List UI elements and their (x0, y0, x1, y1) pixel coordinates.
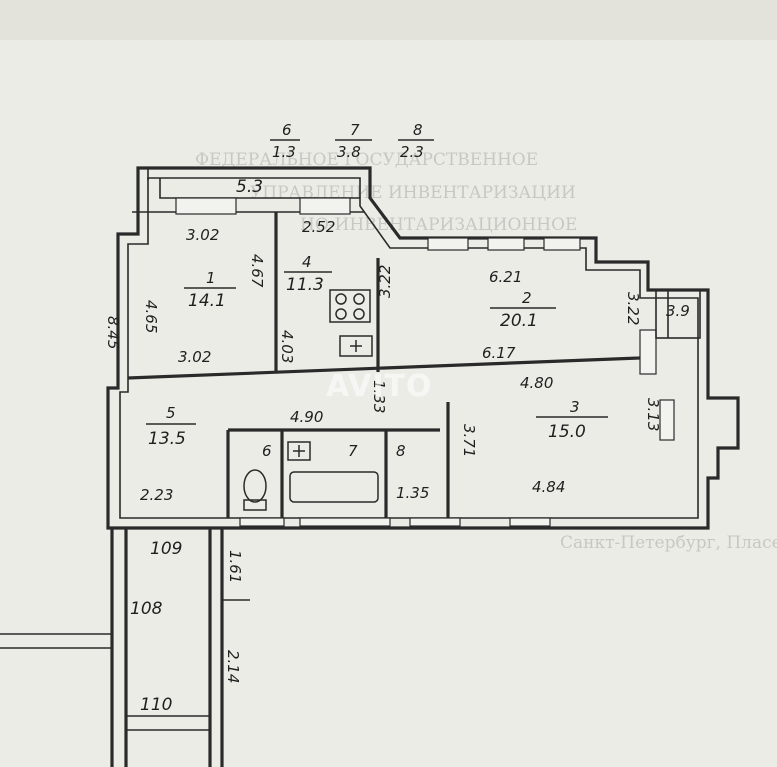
room-area: 14.1 (188, 291, 226, 311)
dimension-label: 6.21 (489, 268, 522, 286)
balcony-label: 5.3 (236, 177, 263, 197)
background-text-3: НО-ИНВЕНТАРИЗАЦИОННОЕ (300, 215, 577, 235)
fraction-denominator: 1.3 (272, 143, 296, 161)
neighbor-label: 109 (150, 539, 182, 559)
room-5: 5 13.5 2.23 (140, 404, 196, 504)
fraction-denominator: 3.8 (337, 143, 361, 161)
window-11 (239, 517, 285, 527)
window-3 (427, 237, 469, 251)
room-number: 1 (206, 269, 216, 287)
room-area: 20.1 (500, 311, 538, 331)
room-area: 13.5 (148, 429, 186, 449)
room-number: 8 (396, 442, 406, 460)
dimension-label: 2.23 (140, 486, 173, 504)
dimension-label: 3.71 (460, 424, 478, 457)
dimension-label: 4.90 (290, 408, 323, 426)
burner-icon (353, 293, 365, 305)
dimension-label: 3.13 (644, 398, 662, 431)
windows (175, 197, 675, 527)
dimension-label: 6.17 (482, 344, 516, 362)
room-number: 6 (262, 442, 272, 460)
window-4 (487, 237, 525, 251)
room-4: 4 11.3 2.52 4.03 3.22 (278, 218, 394, 363)
window-10 (509, 517, 551, 527)
burner-icon (353, 308, 365, 320)
fraction-numerator: 8 (413, 121, 423, 139)
dimension-label: 4.84 (532, 478, 565, 496)
watermark: AVITO (326, 369, 433, 404)
neighbor-walls (0, 528, 250, 767)
room-2: 6.21 2 20.1 6.17 3.22 3.9 (482, 268, 690, 362)
toilet-icon (243, 469, 267, 503)
stove-icon (329, 289, 371, 323)
room-number: 7 (348, 442, 358, 460)
kitchen-sink-icon (339, 335, 373, 357)
room-number: 2 (522, 289, 532, 307)
background-text-2: УПРАВЛЕНИЕ ИНВЕНТАРИЗАЦИИ (250, 183, 576, 203)
room-1: 1 14.1 3.02 3.02 4.65 4.67 (142, 226, 266, 366)
neighbor-label: 108 (130, 599, 163, 619)
dimension-label: 3.02 (186, 226, 219, 244)
fixtures (243, 289, 379, 511)
window-8 (299, 517, 391, 527)
fraction-numerator: 6 (282, 121, 292, 139)
loggia-label: 3.9 (666, 302, 690, 320)
room-area: 15.0 (548, 422, 586, 442)
dimension-label: 3.22 (376, 265, 394, 298)
dimension-label: 3.22 (624, 292, 642, 325)
small-rooms: 6 7 8 1.35 (262, 442, 429, 502)
window-9 (409, 517, 461, 527)
dimension-label: 2.52 (302, 218, 335, 236)
window-1 (175, 197, 237, 215)
dimension-label: 4.80 (520, 374, 553, 392)
neighbor-label: 2.14 (224, 650, 242, 683)
dimension-label: 1.35 (396, 484, 429, 502)
loggia (655, 289, 701, 339)
dimension-label: 4.67 (248, 254, 266, 288)
burner-icon (335, 293, 347, 305)
window-2 (299, 197, 351, 215)
burner-icon (335, 308, 347, 320)
room-number: 4 (302, 253, 312, 271)
window-7 (659, 399, 675, 441)
bathroom-sink-icon (287, 441, 311, 461)
room-number: 3 (570, 398, 580, 416)
dimension-label: 1.33 (370, 380, 388, 413)
header-fractions: 6 1.3 7 3.8 8 2.3 (270, 121, 434, 161)
paper-shade (0, 0, 777, 40)
neighbor-label: 110 (140, 695, 172, 715)
window-6 (639, 329, 657, 375)
dimension-label: 4.03 (278, 330, 296, 363)
window-5 (543, 237, 581, 251)
neighbor-label: 1.61 (226, 550, 244, 583)
room-number: 5 (166, 404, 176, 422)
toilet-tank-icon (243, 499, 267, 511)
bathtub-icon (289, 471, 379, 503)
fraction-numerator: 7 (350, 121, 360, 139)
dimension-label: 3.02 (178, 348, 211, 366)
fraction-denominator: 2.3 (400, 143, 424, 161)
dimension-label: 4.65 (142, 300, 160, 333)
dimension-label: 8.45 (104, 316, 122, 349)
room-area: 11.3 (286, 275, 324, 295)
background-print: ФЕДЕРАЛЬНОЕ ГОСУДАРСТВЕННОЕ УПРАВЛЕНИЕ И… (195, 150, 777, 553)
room-3: 4.80 3 15.0 4.84 3.71 3.13 (460, 374, 662, 496)
background-text-1: ФЕДЕРАЛЬНОЕ ГОСУДАРСТВЕННОЕ (195, 150, 538, 170)
background-text-4: Санкт-Петербург, Пласевышевский (560, 533, 777, 553)
neighbor-labels: 109 108 110 1.61 2.14 (130, 539, 244, 715)
